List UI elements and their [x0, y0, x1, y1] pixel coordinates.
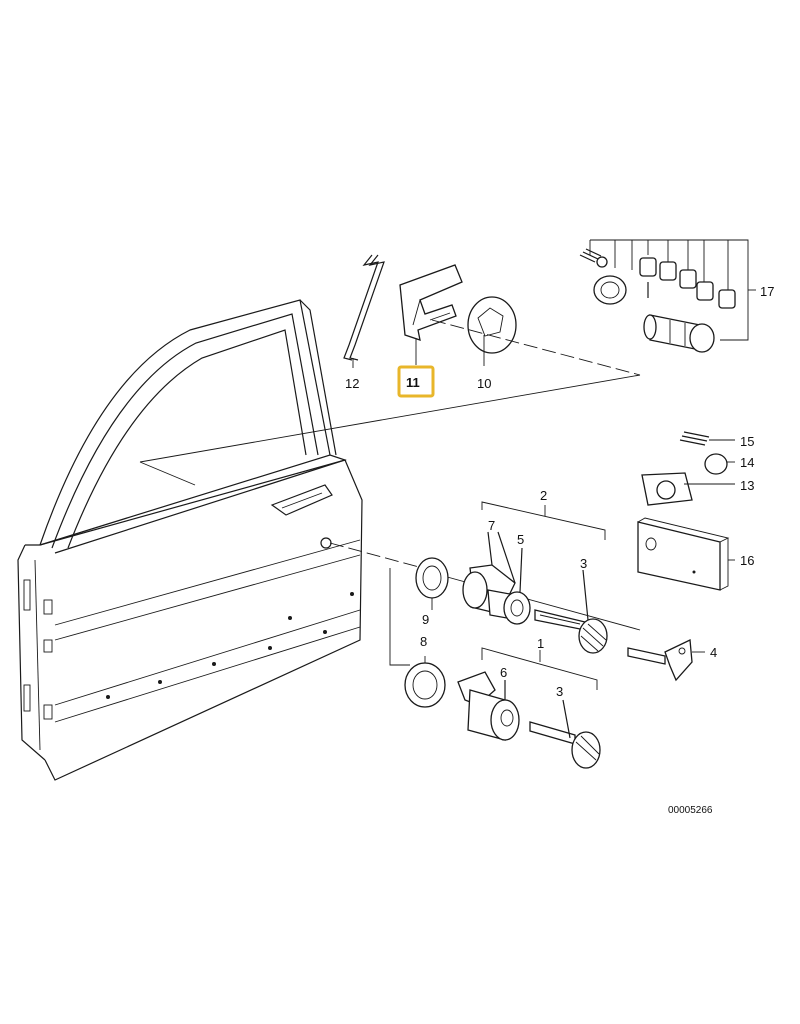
callout-11[interactable]: 11	[406, 375, 420, 390]
callout-15[interactable]: 15	[740, 434, 754, 449]
callout-7[interactable]: 7	[488, 518, 495, 533]
clip-part	[399, 264, 463, 341]
callout-5[interactable]: 5	[517, 532, 524, 547]
callout-6[interactable]: 6	[500, 665, 507, 680]
callout-labels: 12 11 10 17 15 14 13 16 2 7 5 3 9 4 8 1 …	[345, 284, 774, 699]
callout-12[interactable]: 12	[345, 376, 359, 391]
door-drawing	[17, 299, 363, 781]
highlight-box	[397, 365, 435, 398]
cover-part	[641, 472, 735, 506]
rod-part	[343, 254, 385, 361]
ring-part	[467, 296, 517, 354]
callout-3-lower[interactable]: 3	[556, 684, 563, 699]
screw-part	[679, 431, 735, 446]
callout-2[interactable]: 2	[540, 488, 547, 503]
callout-1[interactable]: 1	[537, 636, 544, 651]
projection-line	[139, 374, 641, 463]
callout-13[interactable]: 13	[740, 478, 754, 493]
callout-10[interactable]: 10	[477, 376, 491, 391]
callout-4[interactable]: 4	[710, 645, 717, 660]
lock-assembly-upper	[329, 501, 705, 682]
lock-kit-part	[579, 239, 756, 353]
card-part	[637, 517, 735, 591]
callout-17[interactable]: 17	[760, 284, 774, 299]
callout-8[interactable]: 8	[420, 634, 427, 649]
lock-assembly-lower	[389, 568, 601, 769]
callout-9[interactable]: 9	[422, 612, 429, 627]
projection-dash	[431, 319, 641, 376]
drawing-number: 00005266	[668, 805, 713, 816]
plug-part	[704, 453, 735, 475]
callout-14[interactable]: 14	[740, 455, 754, 470]
callout-3-upper[interactable]: 3	[580, 556, 587, 571]
callout-16[interactable]: 16	[740, 553, 754, 568]
